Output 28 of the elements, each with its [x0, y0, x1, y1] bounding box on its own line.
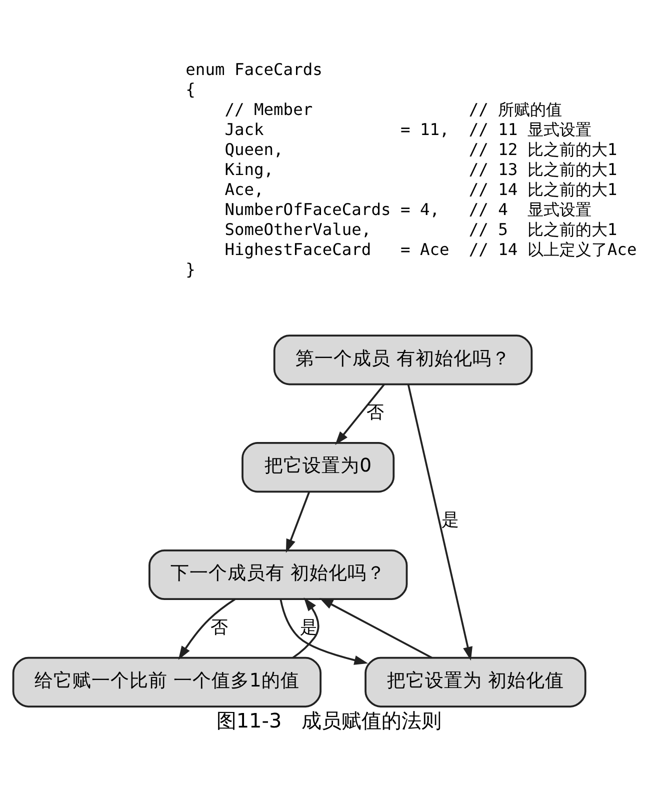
edge-label: 是 [300, 618, 318, 638]
label: Queen, // 12 比之前的大1 [224, 140, 618, 159]
node-box: 把它设置为 初始化值 [364, 656, 586, 708]
label: King, // 13 比之前的大1 [224, 160, 618, 179]
label: Ace, // 14 比之前的大1 [224, 180, 618, 199]
node-box: 第一个成员 有初始化吗？ [273, 334, 533, 386]
node-box: 给它赋一个比前 一个值多1的值 [12, 656, 322, 708]
label: Jack = 11, // 11 显式设置 [224, 120, 592, 139]
label: } [186, 260, 196, 279]
label: // Member // 所赋的值 [224, 100, 562, 119]
node-box: 把它设置为0 [242, 442, 395, 493]
edge-label: 否 [210, 618, 228, 638]
edge-label: 是 [441, 510, 458, 531]
arrow [407, 384, 472, 661]
label: NumberOfFaceCards = 4, // 4 显式设置 [224, 200, 592, 219]
arrow [292, 597, 320, 658]
label: HighestFaceCard = Ace // 14 以上定义了Ace [224, 240, 637, 259]
node-box: 下一个成员有 初始化吗？ [148, 549, 408, 600]
label: SomeOtherValue, // 5 比之前的大1 [224, 220, 618, 239]
arrow [335, 384, 385, 446]
arrow [280, 599, 368, 665]
arrow [319, 598, 432, 659]
arrow [178, 598, 236, 660]
label: { [186, 80, 196, 99]
edge-label: 否 [366, 403, 384, 424]
label: enum FaceCards [186, 60, 322, 79]
arrow [286, 492, 310, 553]
caption: 图11-3 成员赋值的法则 [216, 708, 442, 733]
